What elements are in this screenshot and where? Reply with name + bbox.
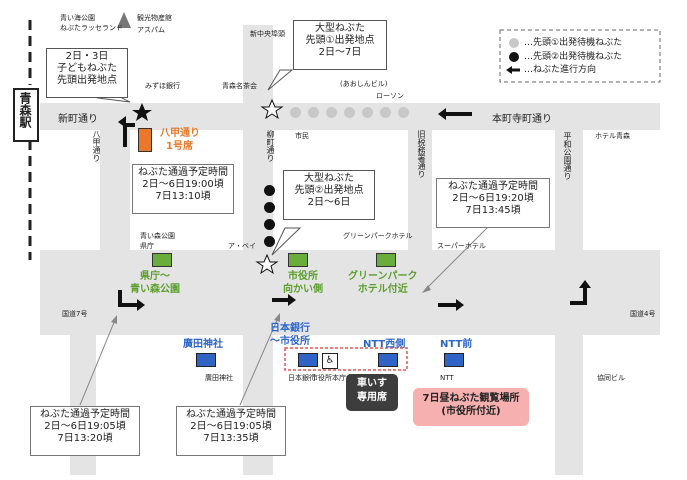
road-kokudo7 bbox=[40, 250, 660, 335]
wheelchair-seat-label: 車いす専用席 bbox=[346, 374, 398, 411]
star-start2 bbox=[255, 253, 279, 275]
place-zenta-shrine: 廣田神社 bbox=[205, 374, 233, 382]
place-lawson: ローソン bbox=[376, 92, 404, 100]
seat-nichigin-label: 日本銀行～市役所 bbox=[270, 323, 310, 347]
place-kencho: 県庁 bbox=[140, 242, 154, 250]
seat-ntt-mae-label: NTT前 bbox=[440, 339, 473, 350]
place-kanko: 観光物産館 bbox=[137, 14, 172, 22]
arrow-route-2 bbox=[118, 290, 140, 307]
place-kyodo: 協同ビル bbox=[597, 374, 625, 382]
legend-item-3: …ねぶた進行方向 bbox=[524, 65, 597, 75]
place-shinchuo: 新中央埠頭 bbox=[250, 30, 285, 38]
seat-shiyakusho-label: 市役所向かい側 bbox=[283, 271, 323, 295]
street-route4: 国道4号 bbox=[630, 310, 656, 318]
place-greenpark-hotel: グリーンパークホテル bbox=[343, 232, 413, 240]
street-shinmachi: 新町通り bbox=[58, 114, 98, 125]
place-meichakai: 青森名茶会 bbox=[222, 82, 257, 90]
place-hotel-aomori: ホテル青森 bbox=[595, 132, 630, 140]
place-shimin: 市民 bbox=[295, 132, 309, 140]
seat-kencho-label: 県庁～青い森公園 bbox=[130, 271, 180, 295]
seat-ntt-west-label: NTT西側 bbox=[363, 339, 406, 350]
seat-ntt-mae-marker bbox=[444, 353, 464, 367]
wheelchair-icon: ♿ bbox=[322, 353, 338, 369]
street-route7: 国道7号 bbox=[62, 310, 88, 318]
place-aspam: アスパム bbox=[137, 26, 165, 34]
seat-greenpark-label: グリーンパークホテル付近 bbox=[348, 271, 418, 295]
star-kids-start bbox=[132, 103, 152, 121]
place-nichigin-bank: 日本銀行 bbox=[288, 374, 316, 382]
legend-item-2: …先頭②出発待機ねぶた bbox=[524, 52, 623, 62]
place-ntt: NTT bbox=[440, 374, 454, 382]
seat-nichigin-marker bbox=[298, 353, 318, 367]
station-box: 青森駅 bbox=[13, 88, 39, 142]
station-label: 青森駅 bbox=[18, 92, 32, 128]
place-abei: ア・ベイ bbox=[228, 242, 256, 250]
place-super-hotel: スーパーホテル bbox=[437, 242, 486, 250]
seat-hakkoda1-marker bbox=[138, 128, 152, 152]
street-heiwakoen: 平和公園通り bbox=[563, 132, 572, 180]
place-rasseland: ねぶたラッセランド bbox=[60, 24, 123, 32]
seat-zenta-label: 廣田神社 bbox=[183, 339, 223, 350]
street-hakkoda: 八甲通り bbox=[92, 130, 101, 162]
place-aoumi: 青い海公園 bbox=[60, 14, 95, 22]
seat-ntt-west-marker bbox=[378, 353, 398, 367]
callout-kids: 2日・3日子どもねぶた先頭出発地点 bbox=[46, 48, 128, 98]
place-aoimori-koen: 青い森公園 bbox=[140, 232, 175, 240]
arrow-head bbox=[118, 116, 126, 128]
road-heiwakoen bbox=[555, 130, 583, 250]
seat-kencho-marker bbox=[152, 253, 172, 267]
seat-shiyakusho-marker bbox=[288, 253, 308, 267]
legend-box bbox=[499, 29, 661, 83]
tower-icon bbox=[117, 12, 131, 28]
star-start1 bbox=[260, 98, 284, 120]
road-kyuzeimusho bbox=[408, 130, 432, 250]
place-aoshin: (あおしんビル) bbox=[340, 80, 388, 88]
street-yanagimachi: 柳町通り bbox=[266, 130, 275, 162]
day7-viewing-label: 7日昼ねぶた観覧場所(市役所付近) bbox=[413, 388, 529, 426]
road-hakkoda bbox=[100, 130, 130, 250]
street-honcho: 本町寺町通り bbox=[492, 114, 552, 125]
place-shiyakusho-honcho: 市役所本庁舎 bbox=[311, 374, 353, 382]
street-kyuzeimusho: 旧税務署通り bbox=[417, 130, 426, 178]
legend-item-1: …先頭①出発待機ねぶた bbox=[524, 38, 623, 48]
day7-area bbox=[284, 347, 408, 371]
place-mizuho: みずほ銀行 bbox=[145, 82, 180, 90]
arrow-route-5 bbox=[570, 285, 587, 305]
seat-zenta-marker bbox=[196, 353, 216, 367]
seat-greenpark-marker bbox=[376, 253, 396, 267]
